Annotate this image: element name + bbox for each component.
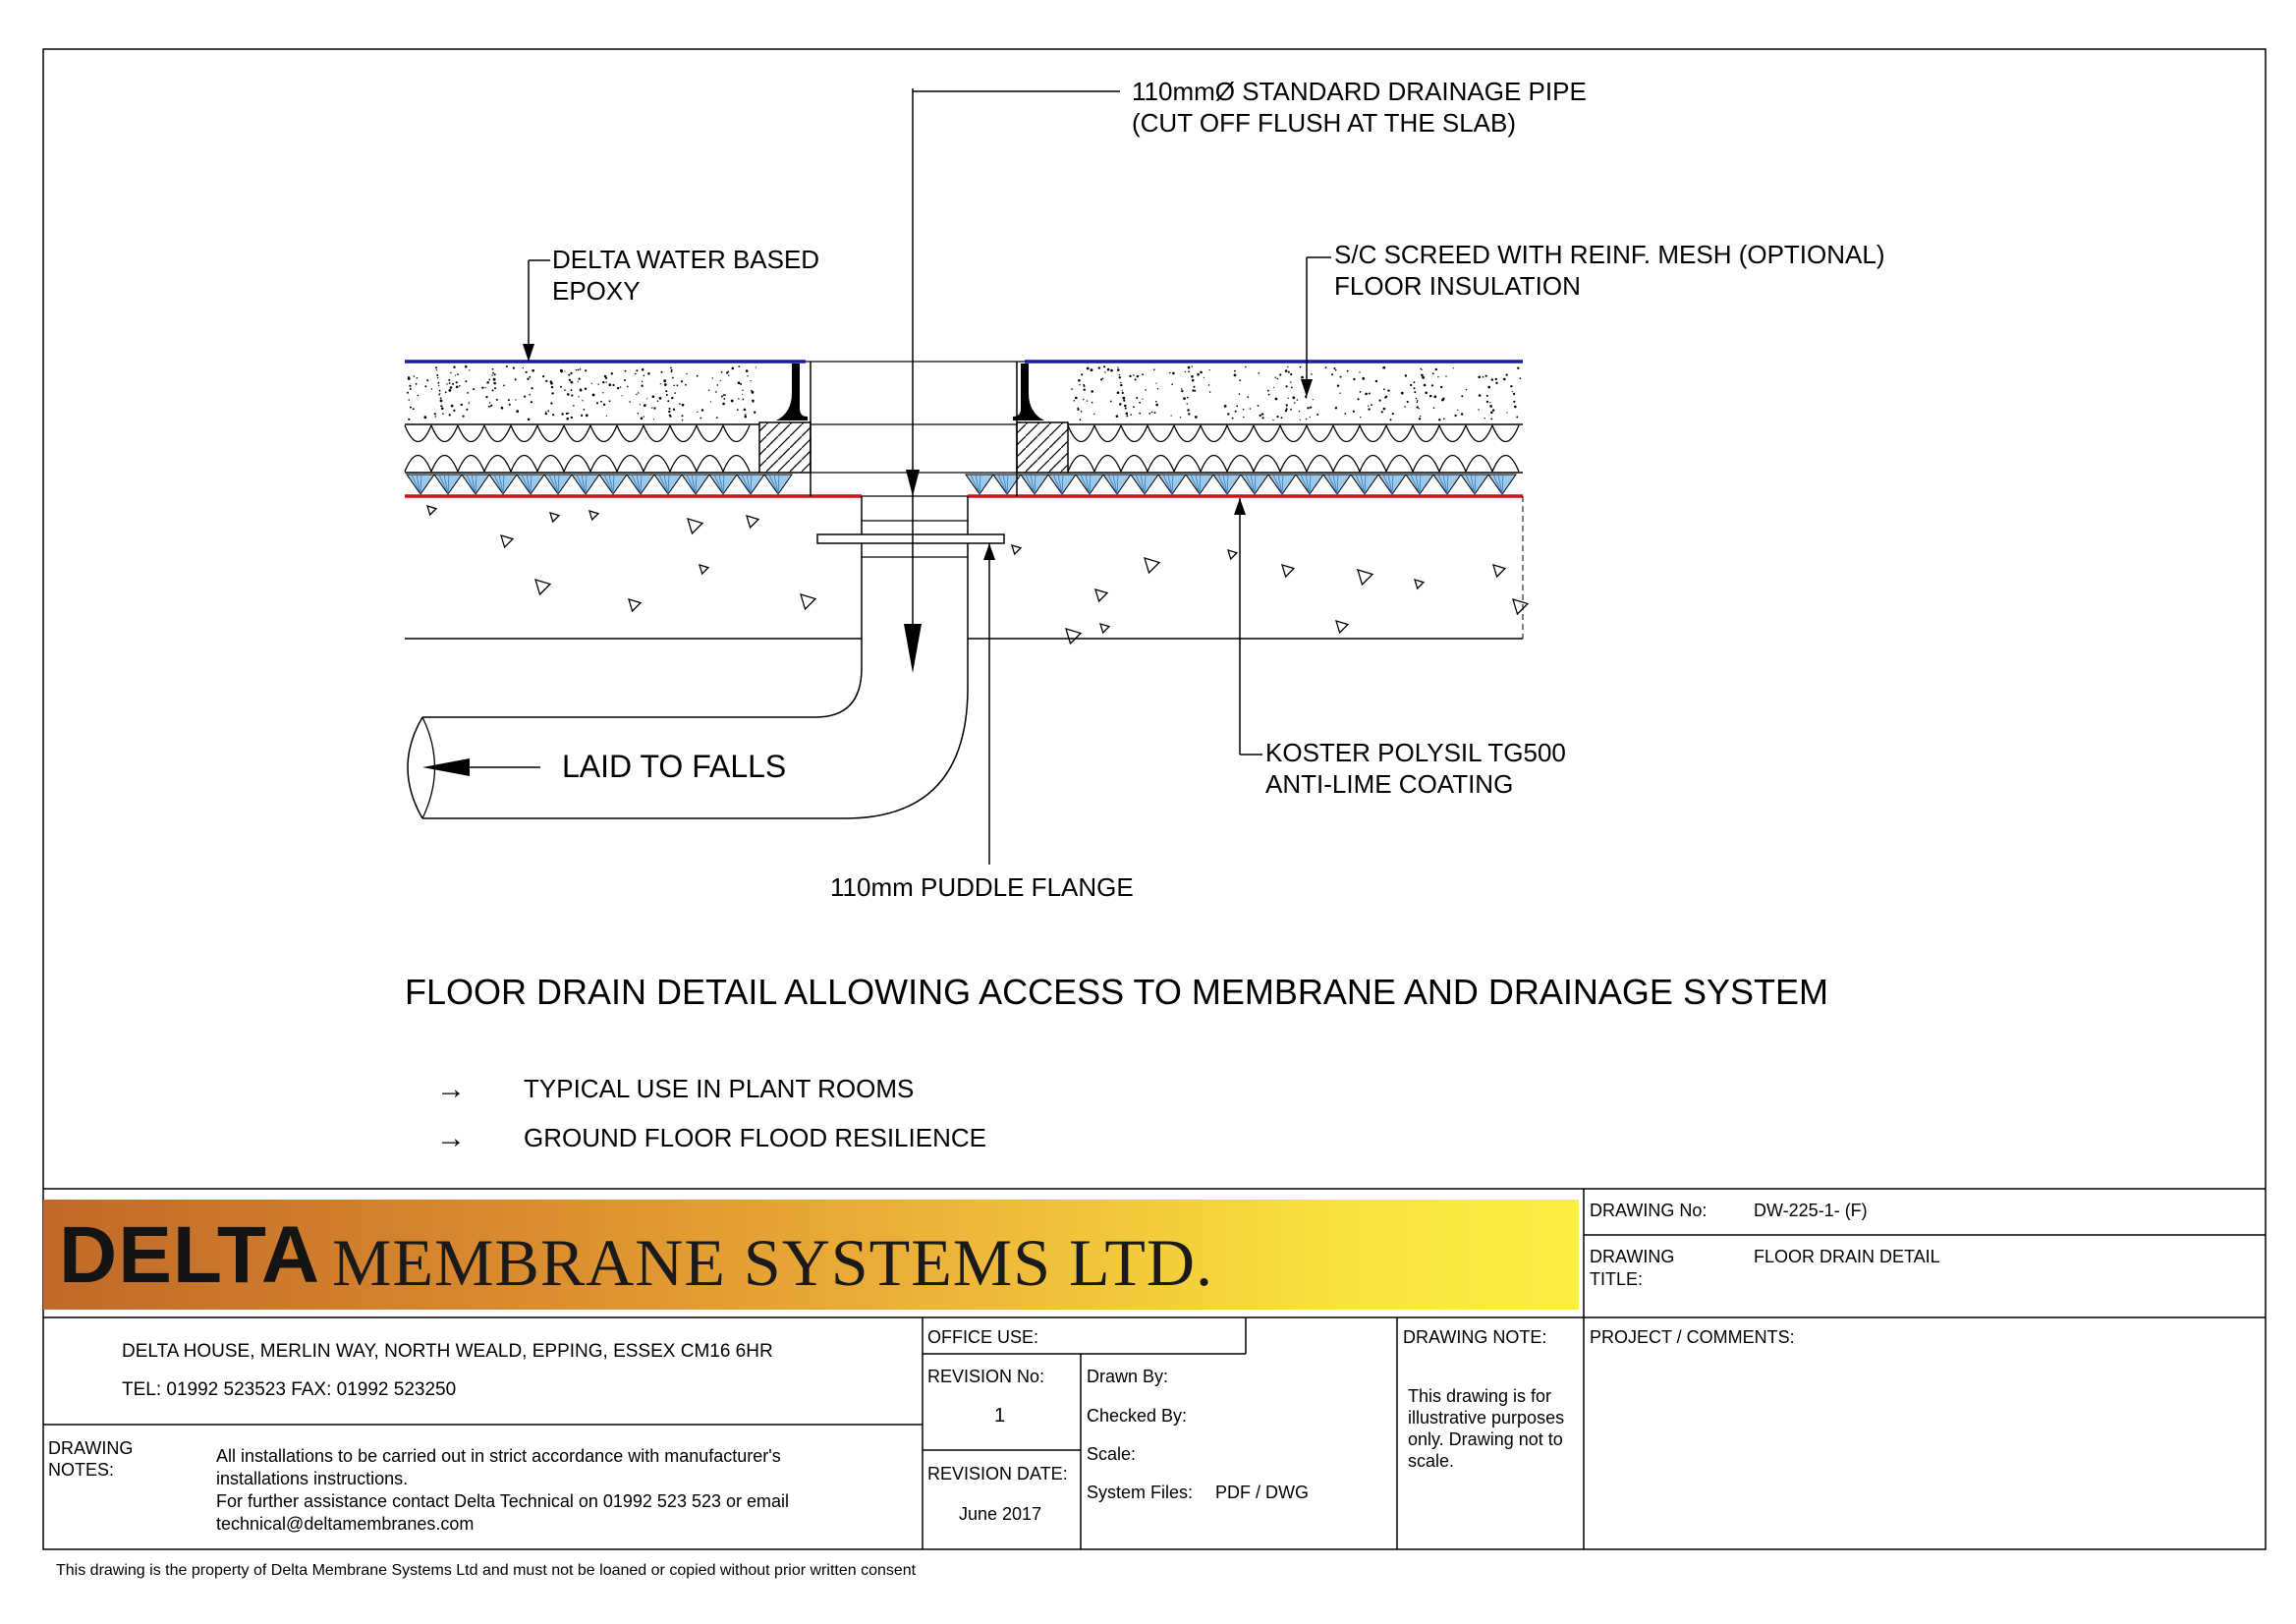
drawing-note-line-1: This drawing is for	[1408, 1386, 1552, 1406]
bullet-plant-rooms: TYPICAL USE IN PLANT ROOMS	[524, 1074, 915, 1103]
footer-copyright: This drawing is the property of Delta Me…	[56, 1562, 917, 1579]
falls-arrow-head	[422, 758, 470, 776]
drawing-note-line-4: scale.	[1408, 1451, 1455, 1471]
project-comments-label: PROJECT / COMMENTS:	[1590, 1327, 1795, 1347]
screed-layer	[405, 362, 1523, 424]
epoxy-fillet-right	[1013, 364, 1044, 420]
logo-membrane-systems: MEMBRANE SYSTEMS LTD.	[332, 1225, 1213, 1300]
drawn-by-label: Drawn By:	[1087, 1367, 1169, 1386]
pipe-bend-inner	[422, 667, 863, 718]
bullet-arrow-1: →	[436, 1073, 466, 1105]
checked-by-label: Checked By:	[1087, 1406, 1188, 1426]
company-tel-fax: TEL: 01992 523523 FAX: 01992 523250	[122, 1379, 457, 1400]
drawing-title-label-1: DRAWING	[1590, 1247, 1675, 1266]
drawing-no-label: DRAWING No:	[1590, 1201, 1708, 1220]
notes-line-4: technical@deltamembranes.com	[216, 1514, 475, 1534]
notes-line-3: For further assistance contact Delta Tec…	[216, 1491, 790, 1511]
pipe-bend-outer	[422, 687, 969, 819]
koster-label-line1: KOSTER POLYSIL TG500	[1265, 738, 1566, 767]
title-block-grid	[43, 1188, 2266, 1549]
sheet-border	[42, 48, 2267, 1550]
puddle-flange	[816, 533, 1005, 544]
drawing-note-line-3: only. Drawing not to	[1408, 1429, 1563, 1449]
drawing-notes-label-2: NOTES:	[48, 1460, 115, 1480]
floor-insulation-pattern	[404, 424, 1520, 473]
company-logo-band	[43, 1200, 1579, 1310]
drainage-membrane-studs	[406, 474, 1517, 495]
notes-line-1: All installations to be carried out in s…	[216, 1446, 781, 1466]
bullet-arrow-2: →	[436, 1122, 466, 1154]
screed-label-line1: S/C SCREED WITH REINF. MESH (OPTIONAL)	[1334, 240, 1885, 269]
drawing-note-line-2: illustrative purposes	[1408, 1408, 1565, 1428]
drawing-note-label: DRAWING NOTE:	[1403, 1327, 1547, 1347]
pipe-end	[407, 716, 423, 819]
screed-label-line2: FLOOR INSULATION	[1334, 271, 1581, 301]
revision-date-label: REVISION DATE:	[927, 1464, 1068, 1484]
drawing-title-value: FLOOR DRAIN DETAIL	[1754, 1247, 1940, 1266]
bullet-flood-resilience: GROUND FLOOR FLOOD RESILIENCE	[524, 1123, 986, 1152]
epoxy-label-line1: DELTA WATER BASED	[552, 245, 820, 274]
drawing-main-title: FLOOR DRAIN DETAIL ALLOWING ACCESS TO ME…	[405, 972, 1828, 1012]
flow-arrow-head-2	[904, 624, 922, 673]
drawing-notes-label-1: DRAWING	[48, 1438, 134, 1458]
pipe-label-line2: (CUT OFF FLUSH AT THE SLAB)	[1132, 108, 1517, 138]
drawing-no-value: DW-225-1- (F)	[1754, 1201, 1868, 1220]
concrete-aggregate	[426, 505, 1530, 645]
revision-date-value: June 2017	[959, 1504, 1042, 1524]
hatched-block-left	[758, 421, 812, 474]
hatched-block-right	[1016, 421, 1069, 474]
flow-arrow-head-1	[906, 470, 920, 496]
revision-no-value: 1	[994, 1405, 1006, 1427]
system-files-label: System Files:	[1087, 1483, 1194, 1502]
logo-delta-wordmark: DELTA	[59, 1210, 321, 1300]
pipe-label-line1: 110mmØ STANDARD DRAINAGE PIPE	[1132, 77, 1587, 106]
notes-line-2: installations instructions.	[216, 1469, 409, 1488]
system-files-value: PDF / DWG	[1215, 1483, 1309, 1502]
company-address: DELTA HOUSE, MERLIN WAY, NORTH WEALD, EP…	[122, 1341, 773, 1362]
drawing-title-label-2: TITLE:	[1590, 1269, 1644, 1289]
office-use-label: OFFICE USE:	[927, 1327, 1039, 1347]
epoxy-fillet-left	[776, 364, 808, 420]
koster-label-line2: ANTI-LIME COATING	[1265, 769, 1514, 799]
laid-to-falls-label: LAID TO FALLS	[562, 749, 787, 784]
screed-speckle	[407, 364, 1522, 421]
puddle-flange-label: 110mm PUDDLE FLANGE	[830, 872, 1134, 902]
epoxy-label-line2: EPOXY	[552, 276, 641, 306]
revision-no-label: REVISION No:	[927, 1367, 1045, 1386]
scale-label: Scale:	[1087, 1444, 1137, 1464]
